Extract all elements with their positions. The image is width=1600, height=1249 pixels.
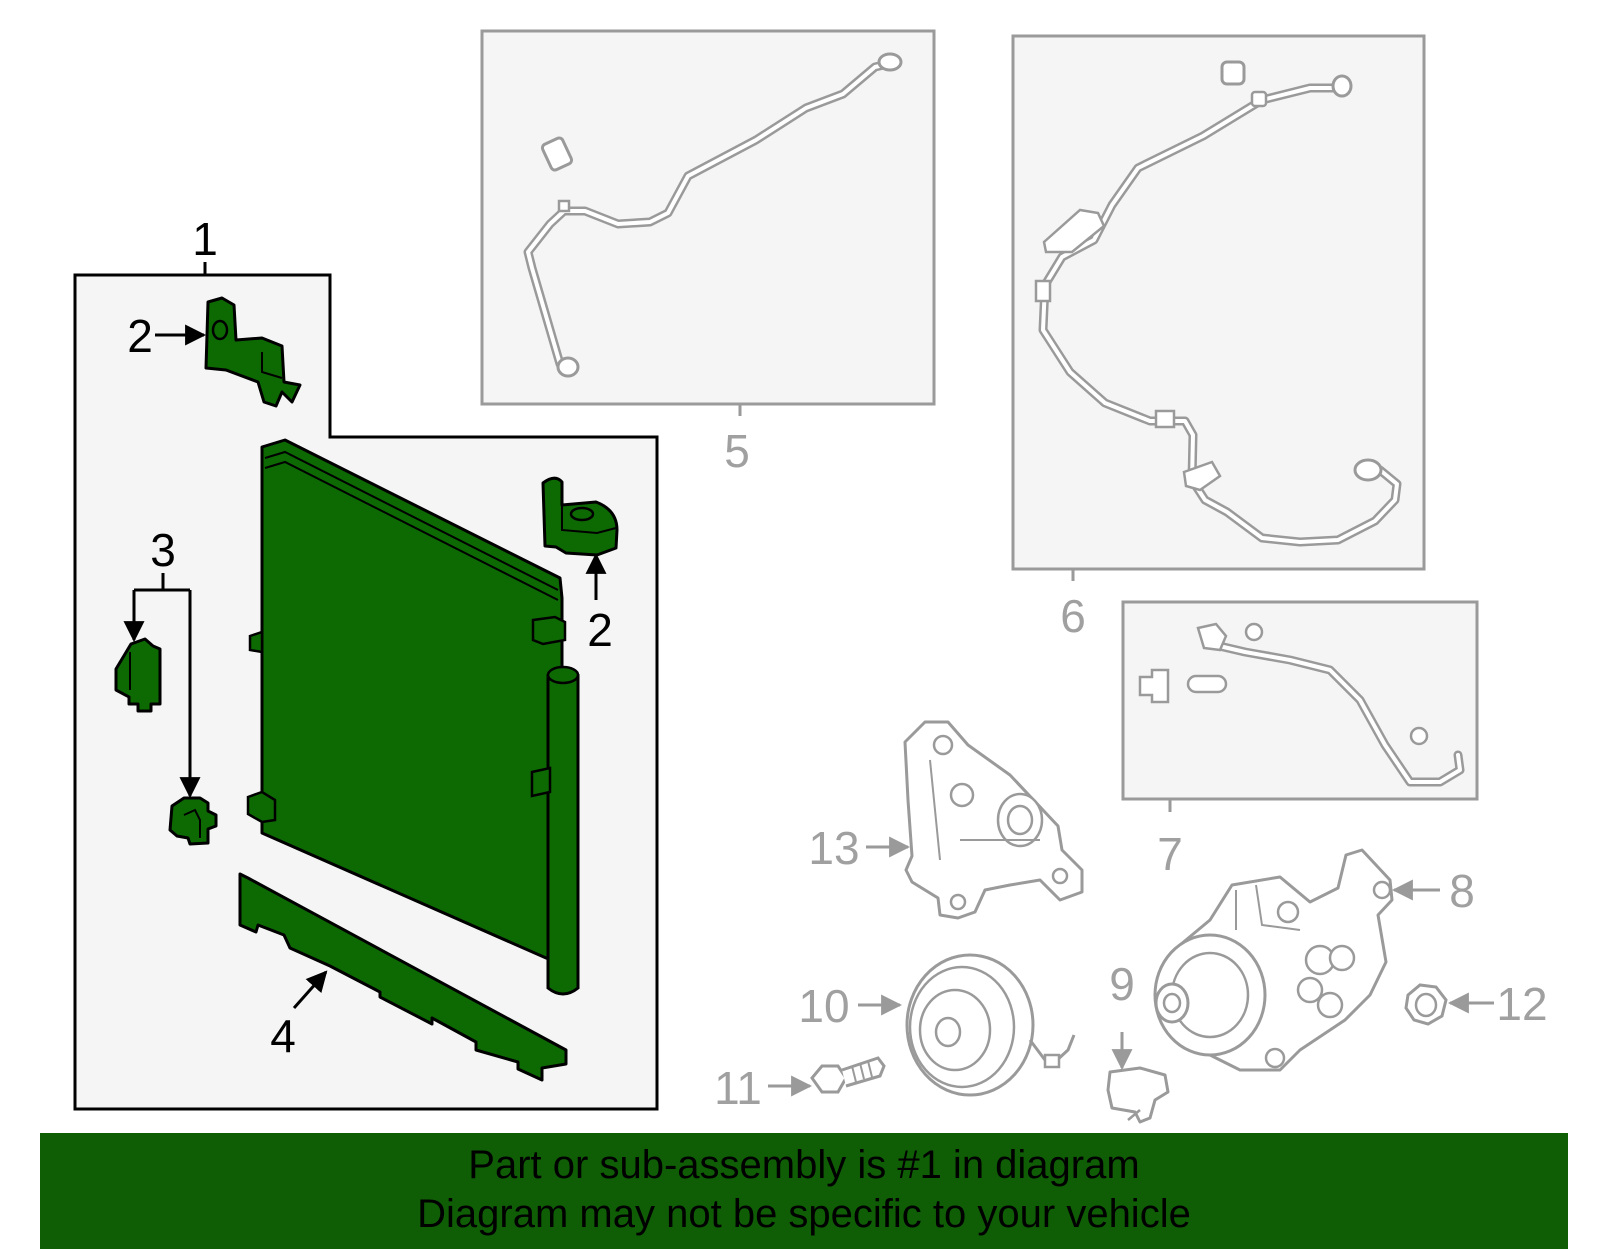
callout-9: 9	[1109, 958, 1135, 1010]
info-banner: Part or sub-assembly is #1 in diagram Di…	[40, 1133, 1568, 1249]
callout-3: 3	[150, 524, 176, 576]
callout-5: 5	[724, 425, 750, 477]
callout-2a: 2	[127, 310, 153, 362]
banner-line-1: Part or sub-assembly is #1 in diagram	[468, 1143, 1140, 1187]
compressor-switch[interactable]	[1106, 1066, 1170, 1124]
upper-bracket-left[interactable]	[204, 296, 302, 408]
callout-4-arrow	[292, 970, 328, 1009]
clutch-bolt[interactable]	[810, 1056, 886, 1094]
callout-4: 4	[270, 1010, 296, 1062]
compressor-clutch[interactable]	[905, 953, 1076, 1097]
callout-7: 7	[1157, 828, 1183, 880]
callout-13: 13	[808, 822, 859, 874]
discharge-hose-pipe[interactable]	[1138, 622, 1465, 787]
ac-compressor[interactable]	[1153, 848, 1394, 1072]
suction-hose-pipe[interactable]	[1034, 60, 1402, 547]
liquid-line-pipe[interactable]	[523, 52, 903, 378]
callout-3-bracket-lines	[123, 573, 201, 799]
panel-6-suction-hose	[1011, 34, 1426, 581]
callout-2b: 2	[587, 604, 613, 656]
compressor-mount-bracket[interactable]	[903, 720, 1084, 920]
condenser-core[interactable]	[246, 438, 580, 996]
upper-bracket-right[interactable]	[541, 476, 619, 557]
side-bracket-lower[interactable]	[168, 796, 218, 846]
callout-12: 12	[1496, 978, 1547, 1030]
callout-8: 8	[1449, 865, 1475, 917]
callout-1: 1	[192, 213, 218, 265]
callout-11: 11	[714, 1062, 762, 1114]
callout-10: 10	[798, 980, 849, 1032]
callout-6: 6	[1060, 590, 1086, 642]
banner-line-2: Diagram may not be specific to your vehi…	[417, 1192, 1191, 1236]
compressor-nut[interactable]	[1404, 983, 1448, 1026]
side-bracket-upper[interactable]	[114, 637, 162, 713]
lower-seal[interactable]	[238, 872, 568, 1082]
panel-7-discharge-hose	[1121, 600, 1479, 812]
